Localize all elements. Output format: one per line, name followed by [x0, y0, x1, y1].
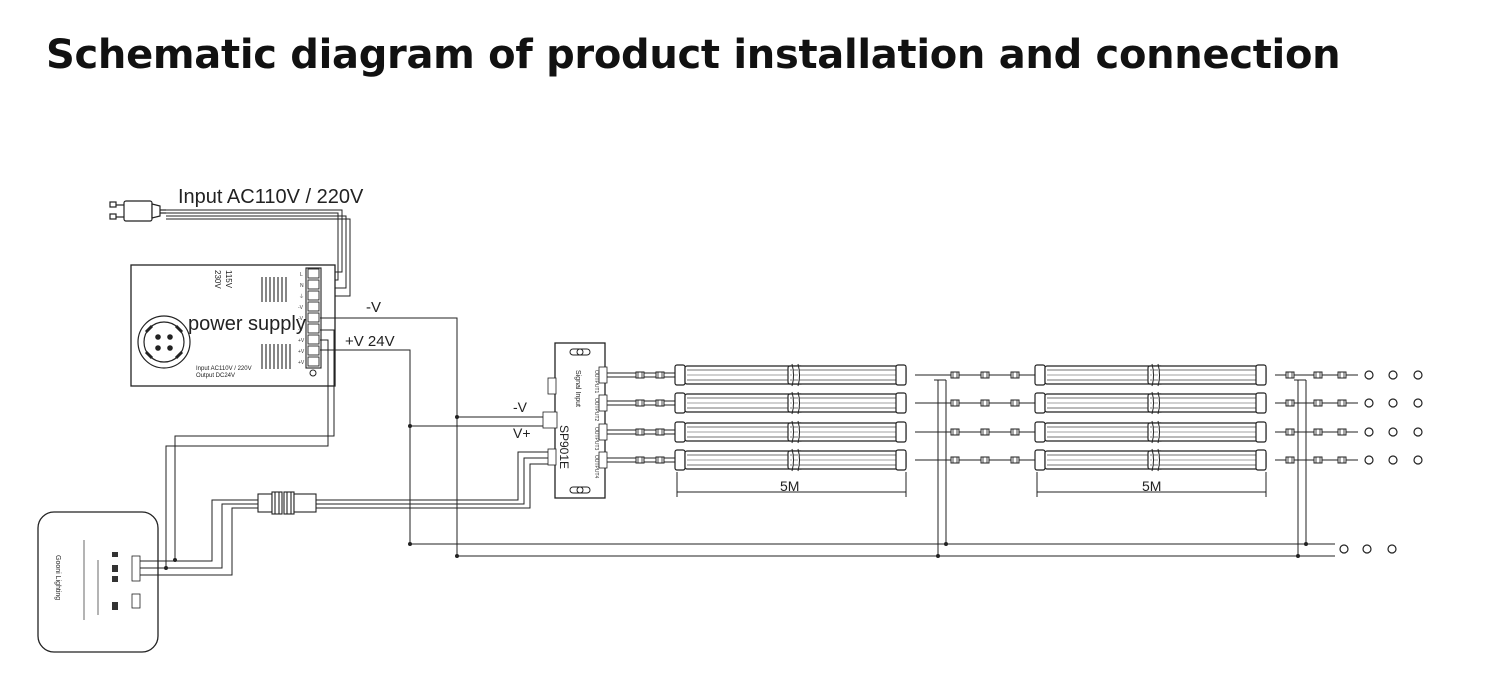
- psu-input-rating: Input AC110V / 220V: [196, 366, 252, 372]
- fan-icon: [137, 315, 191, 369]
- controller-model: SP901E: [557, 425, 571, 469]
- dimension-5m-2: [1036, 472, 1267, 497]
- controller-neg-v-label: -V: [513, 399, 528, 415]
- signal-connector-icon: [257, 491, 317, 515]
- signal-input-label: Signal Input: [574, 370, 581, 407]
- strip-length-label: 5M: [780, 478, 799, 494]
- power-supply: power supply 115V 230V Input AC110V / 22…: [130, 264, 336, 387]
- page-title: Schematic diagram of product installatio…: [46, 32, 1341, 78]
- remote-brand: Gooni Lighting: [54, 555, 61, 600]
- controller-pos-v-label: V+: [513, 425, 531, 441]
- terminal-label: -V: [298, 305, 304, 311]
- terminal-label: +V: [298, 360, 305, 366]
- terminal-label: N: [300, 283, 304, 289]
- led-strip-rows: [607, 363, 1358, 472]
- psu-pos-v-label: +V 24V: [345, 333, 395, 350]
- output-label: OUTPUT3: [593, 427, 599, 451]
- output-label: OUTPUT2: [593, 398, 599, 422]
- terminal-label: +V: [298, 349, 305, 355]
- input-voltage-label: Input AC110V / 220V: [178, 186, 364, 208]
- continuation-marks: [1339, 370, 1423, 554]
- terminal-label: L: [300, 272, 303, 278]
- v230-label: 230V: [213, 270, 222, 289]
- power-supply-name: power supply: [188, 313, 306, 335]
- terminal-label: ⏚: [299, 293, 304, 300]
- strip-length-label: 5M: [1142, 478, 1161, 494]
- remote-receiver: Gooni Lighting: [37, 511, 196, 653]
- v115-label: 115V: [224, 270, 233, 289]
- output-label: OUTPUT4: [593, 455, 599, 479]
- terminal-label: -V: [298, 316, 304, 322]
- terminal-label: -V: [298, 327, 304, 333]
- terminal-label: +V: [298, 338, 305, 344]
- psu-output-rating: Output DC24V: [196, 373, 235, 379]
- dimension-5m-1: [676, 472, 907, 497]
- ac-plug-icon: [109, 200, 166, 222]
- controller-sp901e: SP901E Signal Input OUTPUT1 OUTPUT2 OUTP…: [542, 342, 608, 499]
- output-label: OUTPUT1: [593, 370, 599, 394]
- psu-neg-v-label: -V: [366, 299, 381, 316]
- terminal-labels: L N ⏚ -V -V -V +V +V +V: [298, 272, 305, 366]
